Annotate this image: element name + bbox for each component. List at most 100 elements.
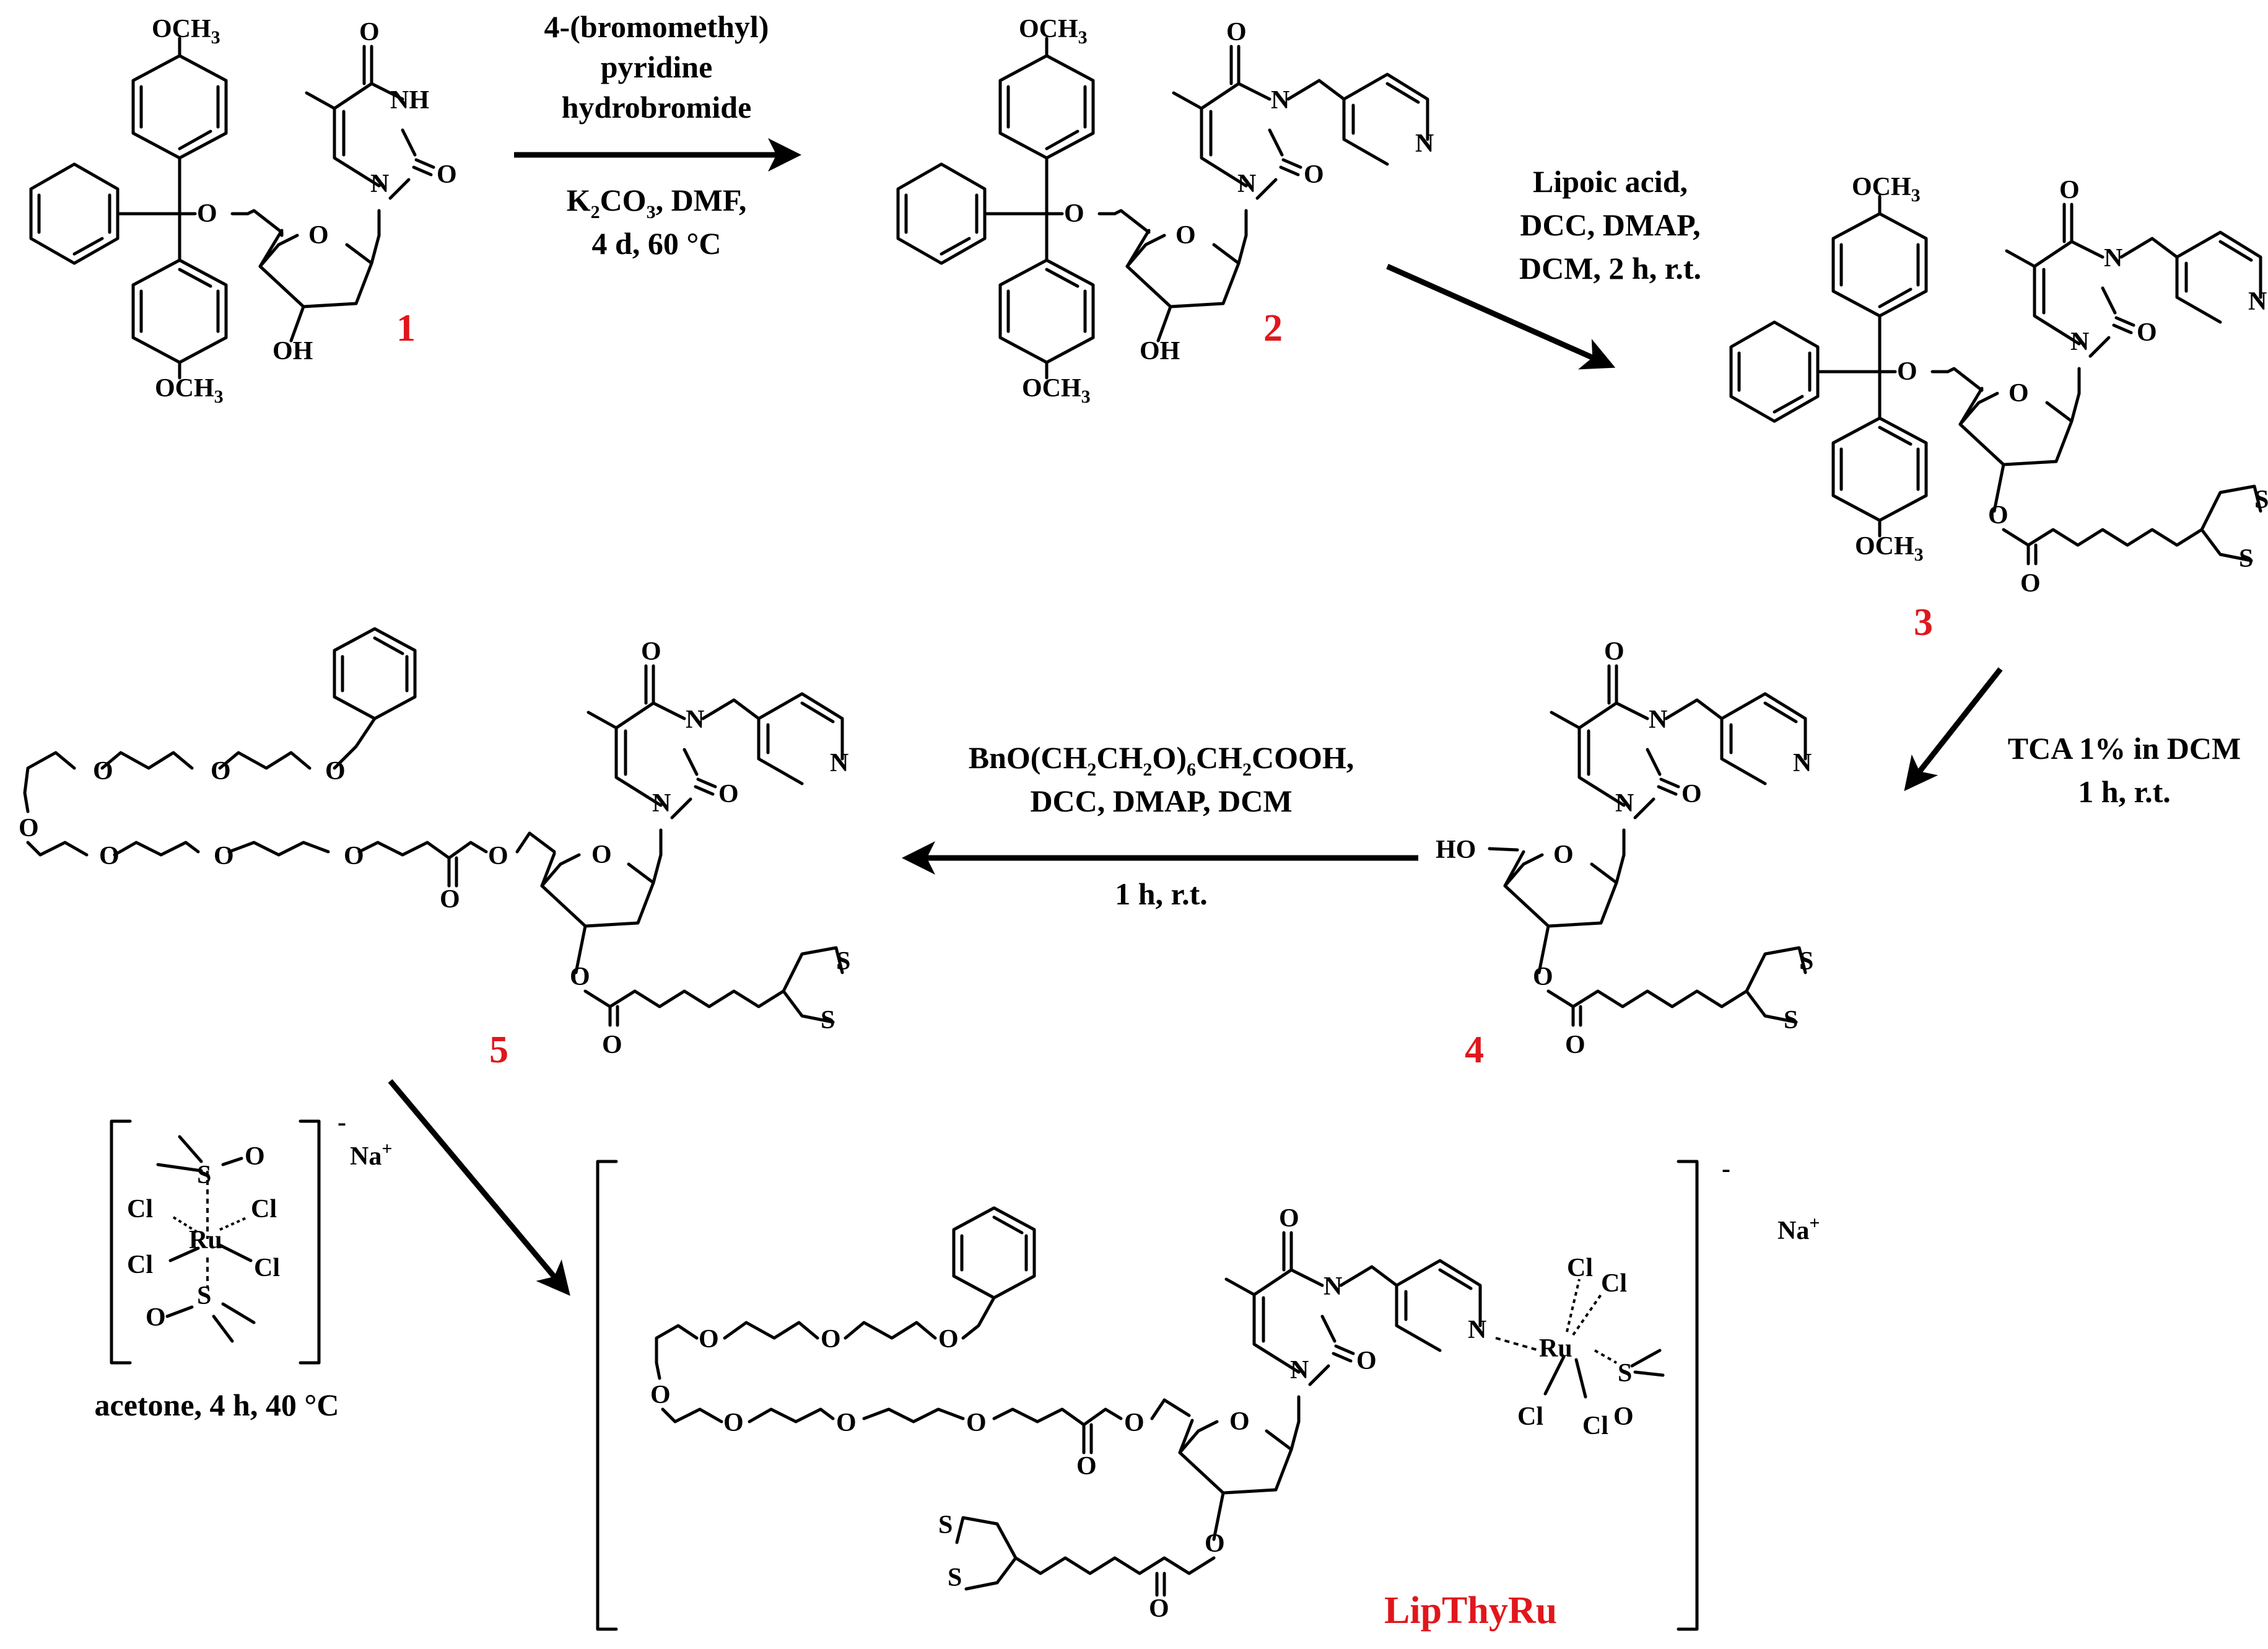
- c1-o2: O: [437, 160, 457, 189]
- c5-peg-o7: O: [344, 842, 364, 870]
- step4-line1: BnO(CH2CH2O)6CH2COOH,: [969, 740, 1354, 780]
- arrow-step3: [1904, 667, 2003, 792]
- c3-carbonyl-o: O: [2020, 569, 2041, 598]
- lipthyru-s-dmso: S: [1618, 1359, 1632, 1388]
- c4-ring-o: O: [1553, 841, 1574, 869]
- lipthyru-o4: O: [1279, 1204, 1299, 1233]
- c5-s1: S: [836, 947, 850, 976]
- c5-o2: O: [718, 780, 739, 808]
- ru-reagent-cl4: Cl: [254, 1254, 280, 1282]
- lipthyru-o-dmso: O: [1613, 1402, 1634, 1431]
- step4-line3: 1 h, r.t.: [1115, 877, 1208, 911]
- step1-conditions-line2: 4 d, 60 °C: [592, 226, 722, 261]
- c5-n1: N: [652, 789, 671, 818]
- ru-reagent-s-top: S: [197, 1161, 211, 1189]
- c2-ome-bottom: OCH3: [1022, 374, 1091, 407]
- c4-s1: S: [1799, 947, 1813, 976]
- c5-peg-o5: O: [99, 842, 120, 870]
- ru-reagent-ru: Ru: [189, 1226, 222, 1254]
- c5-peg-o2: O: [211, 757, 231, 785]
- ru-reagent-charge: -: [338, 1108, 346, 1137]
- c3-ring-o: O: [2008, 379, 2029, 408]
- lipthyru-s1: S: [938, 1511, 953, 1539]
- c5-ester-o2: O: [570, 963, 590, 991]
- arrow-step5: [388, 1079, 570, 1296]
- c2-pyridine-n: N: [1415, 129, 1434, 158]
- step2-line2: DCC, DMAP,: [1520, 208, 1700, 242]
- step1-reagent-line2: pyridine: [601, 50, 713, 84]
- ru-reagent-cl2: Cl: [251, 1195, 277, 1223]
- compound-2-label: 2: [1263, 307, 1283, 349]
- lipthyru-n3: N: [1324, 1272, 1342, 1301]
- lipthyru-peg-o5: O: [723, 1409, 744, 1437]
- c4-ester-o: O: [1533, 963, 1553, 991]
- lipthyru-cl2: Cl: [1601, 1269, 1627, 1298]
- c3-ome-top: OCH3: [1852, 173, 1921, 206]
- compound-4-structure: [1488, 664, 1807, 1027]
- compound-3-label: 3: [1914, 601, 1933, 644]
- step3-line2: 1 h, r.t.: [2078, 774, 2171, 809]
- lipthyru-charge: -: [1722, 1155, 1730, 1183]
- c2-ring-o: O: [1175, 221, 1196, 250]
- ru-reagent-cl3: Cl: [127, 1251, 153, 1279]
- step1-reagent-line1: 4-(bromomethyl): [544, 9, 769, 44]
- c1-ome-bottom: OCH3: [155, 374, 224, 407]
- c4-s2: S: [1784, 1006, 1798, 1034]
- lipthyru-carbonyl-o: O: [1149, 1594, 1169, 1623]
- c3-o2: O: [2137, 318, 2157, 347]
- lipthyru-cl4: Cl: [1582, 1412, 1608, 1440]
- ru-reagent-counterion: Na+: [350, 1139, 392, 1171]
- lipthyru-peg-carbonyl-o: O: [1076, 1452, 1097, 1481]
- c5-peg-o4: O: [19, 814, 39, 842]
- lipthyru-peg-o6: O: [836, 1409, 857, 1437]
- c3-s2: S: [2239, 545, 2253, 573]
- c2-ome-top: OCH3: [1019, 15, 1088, 48]
- c1-nh: NH: [390, 86, 429, 115]
- c5-o4: O: [641, 637, 661, 666]
- c2-oh: OH: [1140, 337, 1180, 365]
- c2-o4: O: [1226, 18, 1247, 46]
- lipthyru-cl3: Cl: [1517, 1402, 1543, 1431]
- lipthyru-cl1: Cl: [1567, 1254, 1593, 1282]
- lipthyru-label: LipThyRu: [1384, 1590, 1557, 1632]
- c5-peg-carbonyl-o: O: [440, 885, 460, 914]
- c3-ether-o: O: [1897, 357, 1917, 386]
- c5-n3: N: [686, 706, 704, 734]
- c5-carbonyl-o: O: [602, 1031, 622, 1059]
- c3-o4: O: [2059, 176, 2080, 204]
- lipthyru-core: [955, 1231, 1665, 1597]
- compound-5-structure: [23, 627, 556, 888]
- c4-n1: N: [1615, 789, 1634, 818]
- lipthyru-n1: N: [1290, 1356, 1309, 1384]
- ruthenium-complex-reagent: [110, 1119, 321, 1365]
- c5-s2: S: [821, 1006, 835, 1034]
- lipthyru-peg-o4: O: [650, 1381, 671, 1409]
- step5-conditions: acetone, 4 h, 40 °C: [95, 1388, 339, 1422]
- c4-ho: HO: [1436, 836, 1476, 864]
- c3-ester-o: O: [1988, 501, 2008, 530]
- ru-reagent-o-bottom: O: [146, 1303, 166, 1332]
- step1-conditions-line1: K2CO3, DMF,: [567, 183, 747, 222]
- c1-ring-o: O: [308, 221, 329, 250]
- step4-line2: DCC, DMAP, DCM: [1030, 784, 1292, 818]
- c2-ether-o: O: [1064, 199, 1084, 228]
- c4-carbonyl-o: O: [1565, 1031, 1585, 1059]
- lipthyru-o2: O: [1356, 1347, 1377, 1375]
- lipthyru-pyridine-n: N: [1468, 1316, 1486, 1344]
- c2-o2: O: [1304, 160, 1324, 189]
- ru-reagent-s-bottom: S: [197, 1282, 211, 1310]
- c3-n1: N: [2070, 328, 2089, 356]
- ru-reagent-o-top: O: [245, 1142, 265, 1171]
- lipthyru-peg-o7: O: [966, 1409, 987, 1437]
- lipthyru-counterion: Na+: [1777, 1213, 1820, 1245]
- c5-peg-o3: O: [325, 757, 346, 785]
- lipthyru-structure: [596, 1160, 1699, 1631]
- lipthyru-ester-o2: O: [1205, 1529, 1225, 1558]
- c4-n3: N: [1649, 706, 1667, 734]
- c3-pyridine-n: N: [2248, 287, 2267, 316]
- c3-n3: N: [2104, 244, 2122, 273]
- compound-2-structure: [896, 37, 1429, 380]
- c1-ome-top: OCH3: [152, 15, 220, 48]
- c5-ester-o1: O: [488, 842, 508, 870]
